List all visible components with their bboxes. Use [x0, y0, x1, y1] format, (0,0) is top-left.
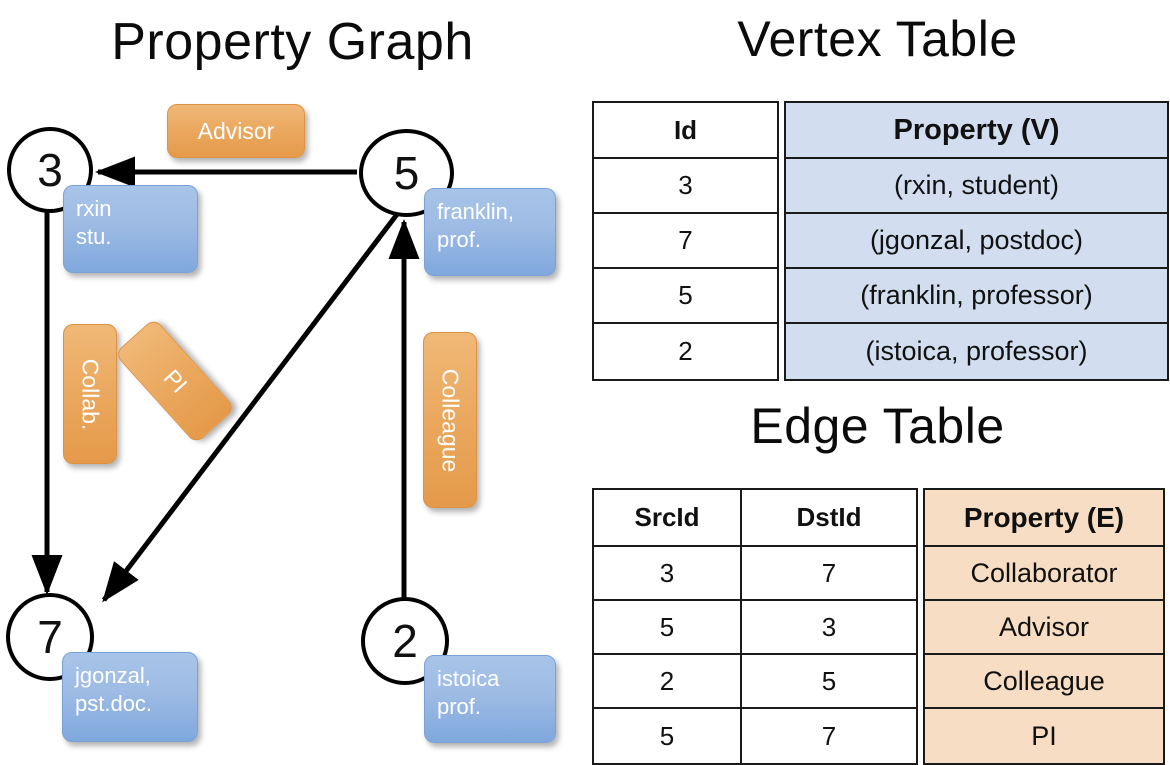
edge-label-advisor-text: Advisor	[197, 117, 275, 144]
vertex-node-2-label: 2	[392, 615, 418, 667]
vertex-property-istoica-line1: istoica	[437, 666, 500, 691]
vertex-node-7-label: 7	[37, 611, 63, 663]
table-row: 3	[594, 547, 740, 601]
table-row: 2	[594, 324, 777, 379]
table-row: 5	[594, 709, 740, 763]
edge-table-header-property: Property (E)	[925, 490, 1163, 547]
vertex-node-3-label: 3	[37, 144, 63, 196]
page-title-edge-table: Edge Table	[750, 398, 1005, 454]
vertex-table-header-id: Id	[594, 103, 777, 159]
vertex-table-header-property: Property (V)	[786, 103, 1167, 159]
vertex-property-jgonzal-line1: jgonzal,	[75, 663, 151, 688]
page-title-property-graph: Property Graph	[111, 13, 474, 71]
table-row: 7	[742, 547, 916, 601]
edge-table-header-dstid: DstId	[742, 490, 916, 547]
table-row: (istoica, professor)	[786, 324, 1167, 379]
vertex-property-franklin-line2: prof.	[437, 227, 482, 252]
table-row: (jgonzal, postdoc)	[786, 214, 1167, 269]
vertex-property-box-rxin[interactable]: rxin stu.	[63, 185, 198, 273]
edge-table-col-property: Property (E) Collaborator Advisor Collea…	[923, 488, 1165, 765]
vertex-property-box-istoica[interactable]: istoica prof.	[424, 655, 556, 743]
vertex-property-box-jgonzal[interactable]: jgonzal, pst.doc.	[62, 652, 198, 742]
table-row: Advisor	[925, 601, 1163, 655]
edge-table-col-dstid: DstId 7 3 5 7	[740, 488, 918, 765]
edge-label-collab[interactable]: Collab.	[63, 324, 117, 464]
edge-label-advisor[interactable]: Advisor	[167, 104, 305, 158]
edge-label-pi-text: PI	[158, 363, 193, 398]
vertex-property-franklin-line1: franklin,	[437, 199, 515, 224]
edge-label-collab-text: Collab.	[77, 358, 104, 430]
table-row: 3	[594, 159, 777, 214]
table-row: 2	[594, 655, 740, 709]
edge-label-colleague-text: Colleague	[437, 368, 464, 472]
page-title-vertex-table: Vertex Table	[737, 11, 1018, 67]
table-row: 7	[742, 709, 916, 763]
table-row: 5	[742, 655, 916, 709]
table-row: Colleague	[925, 655, 1163, 709]
edge-label-colleague[interactable]: Colleague	[423, 332, 477, 508]
vertex-property-rxin-line1: rxin	[76, 196, 112, 221]
vertex-table-col-id: Id 3 7 5 2	[592, 101, 779, 381]
table-row: PI	[925, 709, 1163, 763]
table-row: Collaborator	[925, 547, 1163, 601]
property-graph-panel: Property Graph 3 5 7 2 rxin stu. frankli…	[0, 0, 585, 760]
table-row: 5	[594, 269, 777, 324]
vertex-node-5-label: 5	[393, 147, 420, 199]
vertex-node-5[interactable]: 5	[359, 129, 454, 217]
vertex-property-box-franklin[interactable]: franklin, prof.	[424, 188, 556, 276]
vertex-table-col-property: Property (V) (rxin, student) (jgonzal, p…	[784, 101, 1169, 381]
edge-table: SrcId 3 5 2 5 DstId 7 3 5 7 Property (E)…	[592, 488, 1165, 765]
vertex-property-istoica-line2: prof.	[437, 694, 482, 719]
table-row: 7	[594, 214, 777, 269]
table-row: 5	[594, 601, 740, 655]
vertex-property-rxin-line2: stu.	[76, 224, 112, 249]
vertex-node-2[interactable]: 2	[361, 597, 449, 685]
table-row: 3	[742, 601, 916, 655]
graph-edges	[31, 156, 420, 605]
edge-5-to-7	[102, 211, 400, 603]
vertex-table: Id 3 7 5 2 Property (V) (rxin, student) …	[592, 101, 1169, 381]
edge-table-col-srcid: SrcId 3 5 2 5	[592, 488, 742, 765]
table-row: (rxin, student)	[786, 159, 1167, 214]
vertex-property-jgonzal-line2: pst.doc.	[75, 691, 153, 716]
edge-table-header-srcid: SrcId	[594, 490, 740, 547]
table-row: (franklin, professor)	[786, 269, 1167, 324]
